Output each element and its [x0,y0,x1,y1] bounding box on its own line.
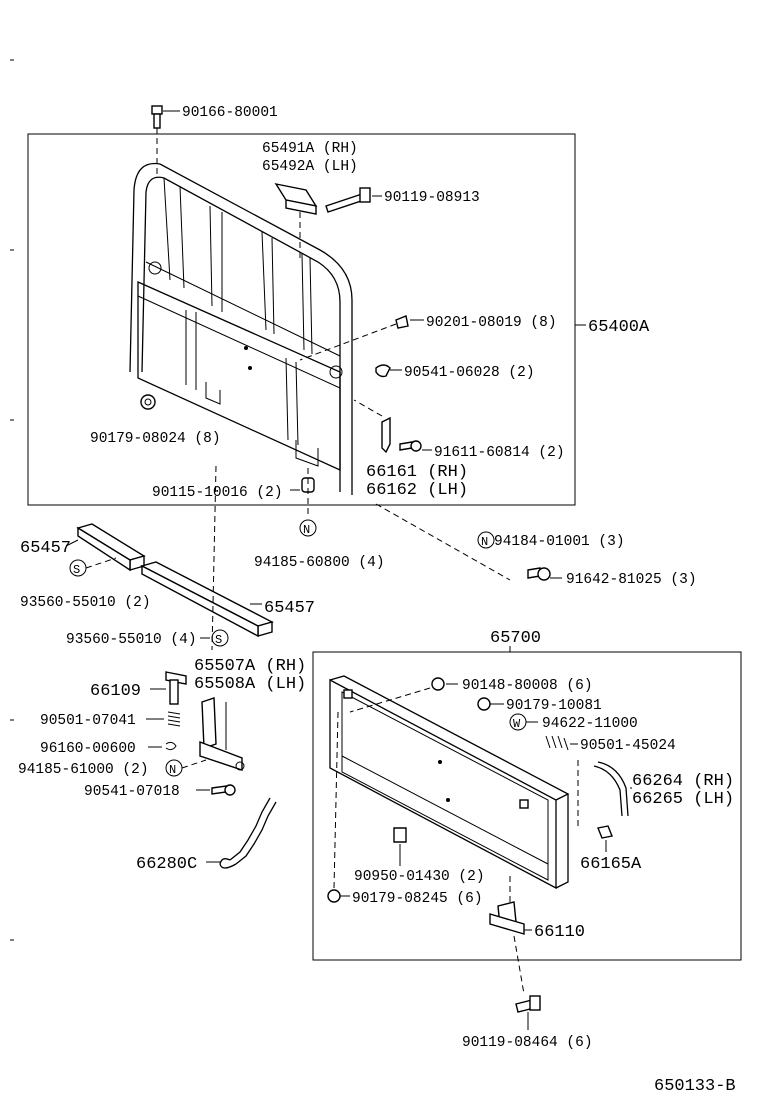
spring-90501-45024-icon [545,735,569,751]
label-90179-08024: 90179-08024 (8) [90,431,221,447]
label-65491a: 65491A (RH) [262,141,358,157]
label-66161: 66161 (RH) [366,463,468,482]
label-65457-upper: 65457 [20,539,71,558]
rod-66264-icon [593,761,629,817]
label-65507a: 65507A (RH) [194,657,306,676]
label-65508a: 65508A (LH) [194,675,306,694]
diagram-reference: 650133-B [654,1077,736,1096]
label-66265: 66265 (LH) [632,790,734,809]
s-symbol-icon [69,559,87,577]
headboard-assembly-box [27,133,576,506]
label-93560-upper: 93560-55010 (2) [20,595,151,611]
hook-66161-icon [381,416,391,454]
tailgate-panel [329,675,570,890]
bolt-90119-icon [325,187,371,213]
label-66110: 66110 [534,923,585,942]
label-90179-10081: 90179-10081 [506,698,602,714]
n-symbol-text: N [169,763,176,777]
n-symbol-text: N [481,535,488,549]
label-94185-61000: 94185-61000 (2) [18,762,149,778]
label-90501-07041: 90501-07041 [40,713,136,729]
clip-96160-icon [165,741,177,751]
label-65700: 65700 [490,629,541,648]
label-90541-06028: 90541-06028 (2) [404,365,535,381]
headboard-frame [129,162,353,495]
label-90201: 90201-08019 (8) [426,315,557,331]
cap-66165-icon [597,825,613,839]
nut-90179-icon [140,394,156,410]
label-93560-lower: 93560-55010 (4) [66,632,197,648]
nut-90179-08245-icon [327,889,341,903]
label-90119-08913: 90119-08913 [384,190,480,206]
cushion-90950-icon [393,827,407,843]
label-66165a: 66165A [580,855,642,874]
bolt-90541-icon [211,784,236,796]
hinge-66110-icon [489,901,525,935]
latch-65507-icon [199,697,245,771]
s-symbol-text: S [73,563,80,577]
n-symbol-icon [299,519,317,537]
bolt-90119-08464-icon [515,995,541,1013]
label-90148: 90148-80008 (6) [462,678,593,694]
label-66162: 66162 (LH) [366,481,468,500]
label-90501-45024: 90501-45024 [580,738,676,754]
bracket-65491-icon [274,182,318,215]
pin-66109-icon [165,671,187,705]
label-65457-lower: 65457 [264,599,315,618]
label-94622: 94622-11000 [542,716,638,732]
screw-90201-icon [395,315,409,329]
tailgate-assembly-box [312,651,742,961]
label-94184: 94184-01001 (3) [494,534,625,550]
rail-65457-lower-icon [140,561,274,638]
spring-90501-icon [167,711,181,727]
washer-90541-icon [375,364,391,378]
label-65492a: 65492A (LH) [262,159,358,175]
label-90179-08245: 90179-08245 (6) [352,891,483,907]
bolt-90166-icon [151,105,163,129]
label-91611: 91611-60814 (2) [434,445,565,461]
label-91642: 91642-81025 (3) [566,572,697,588]
n-symbol-icon [477,531,495,549]
rail-65457-upper-icon [76,523,146,572]
nut-90179-10081-icon [477,697,491,711]
label-94185-60800: 94185-60800 (4) [254,555,385,571]
s-symbol-icon [211,629,229,647]
label-96160: 96160-00600 [40,741,136,757]
label-90119-08464: 90119-08464 (6) [462,1035,593,1051]
label-66280c: 66280C [136,855,197,874]
bolt-91611-icon [399,440,422,452]
label-66109: 66109 [90,682,141,701]
bolt-90148-icon [431,677,445,691]
n-symbol-text: N [303,523,310,537]
label-90541-07018: 90541-07018 [84,784,180,800]
s-symbol-text: S [215,633,222,647]
label-90950: 90950-01430 (2) [354,869,485,885]
label-90166: 90166-80001 [182,105,278,121]
label-65400a: 65400A [588,318,650,337]
bolt-91642-icon [527,567,551,581]
w-symbol-text: W [513,717,521,731]
label-66264: 66264 (RH) [632,772,734,791]
chain-66280-icon [219,797,277,869]
label-90115: 90115-10016 (2) [152,485,283,501]
